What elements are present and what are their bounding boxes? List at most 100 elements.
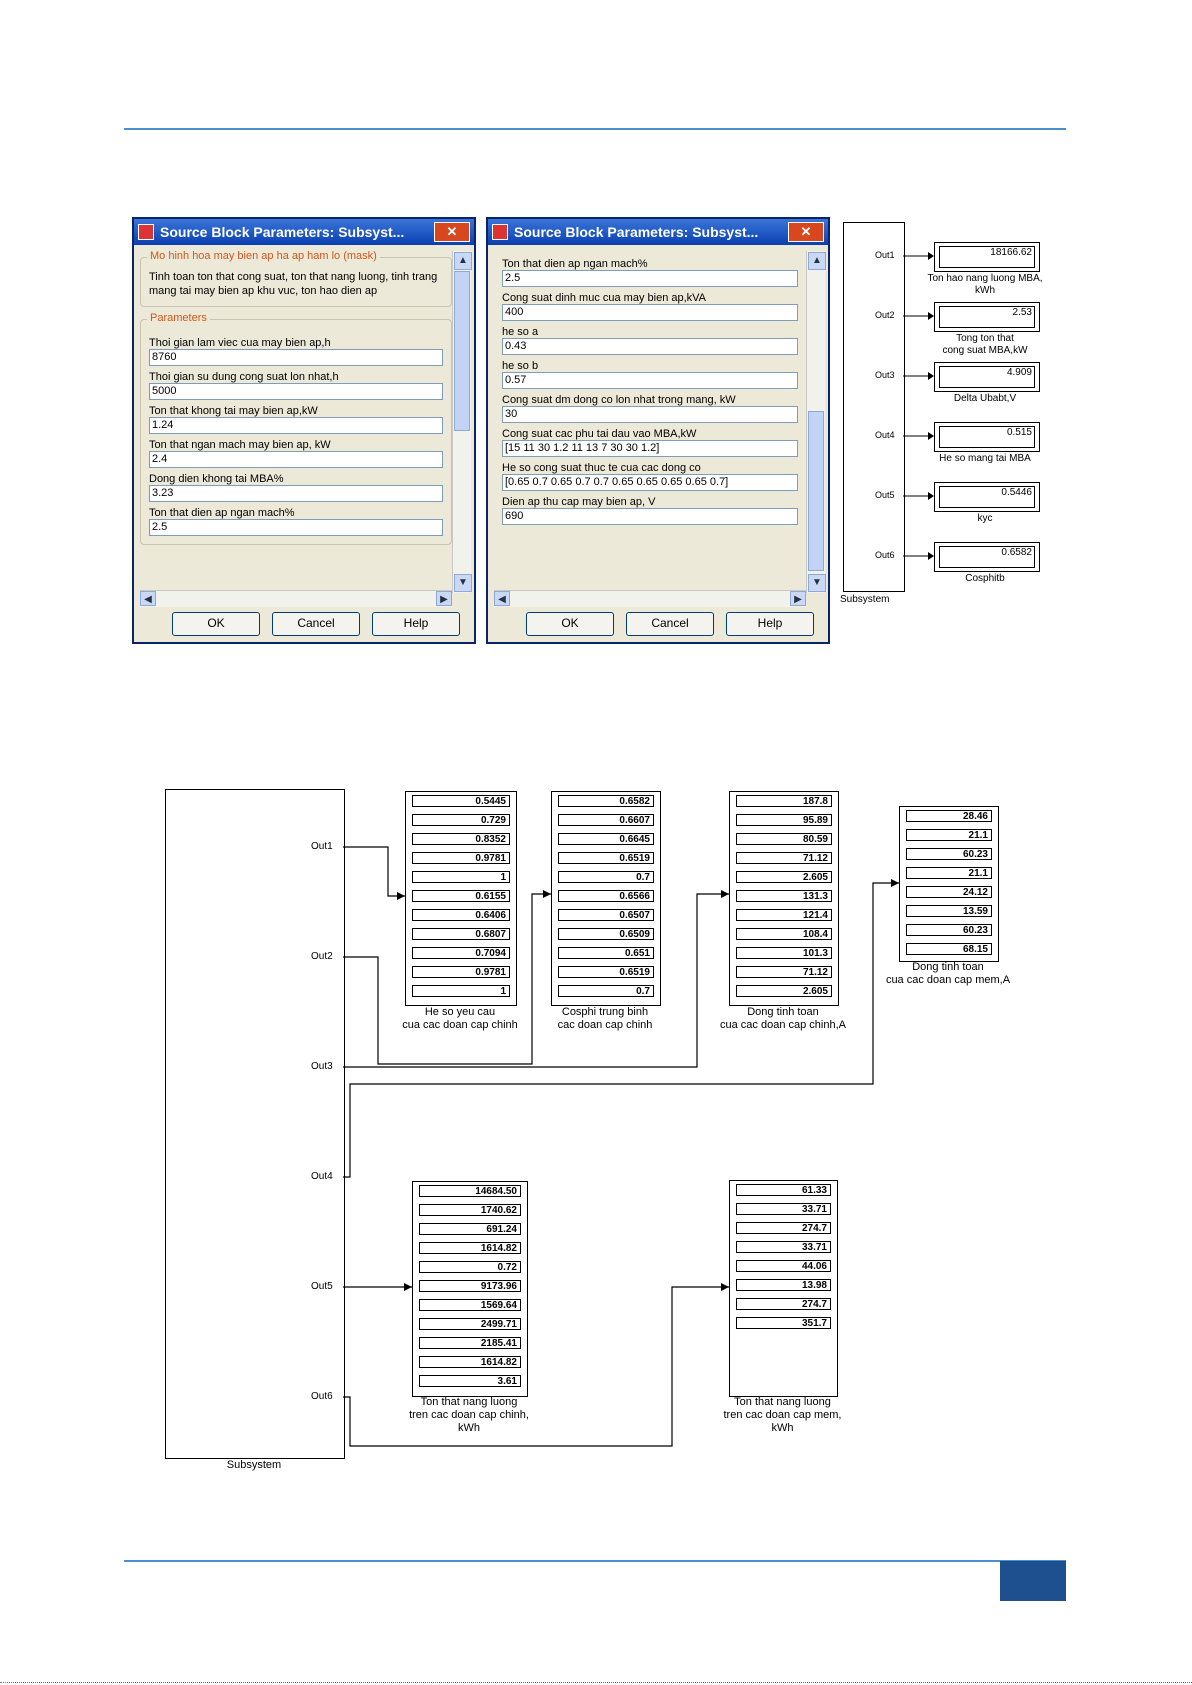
display-value: 33.71 bbox=[736, 1203, 831, 1215]
scroll-down-icon[interactable]: ▼ bbox=[808, 574, 826, 592]
scroll-left-icon[interactable]: ◀ bbox=[494, 591, 510, 606]
scroll-thumb[interactable] bbox=[808, 411, 824, 571]
dialog-body: Mo hinh hoa may bien ap ha ap ham lo (ma… bbox=[140, 251, 452, 577]
display-value: 0.7 bbox=[558, 985, 654, 997]
display-block[interactable]: 4.909 bbox=[934, 362, 1040, 392]
display-value: 4.909 bbox=[939, 366, 1035, 388]
dialog-button-row: OK Cancel Help bbox=[488, 612, 828, 638]
param-input[interactable]: 690 bbox=[502, 508, 798, 525]
display-value: 0.6607 bbox=[558, 814, 654, 826]
help-button[interactable]: Help bbox=[726, 612, 814, 636]
param-input[interactable]: 30 bbox=[502, 406, 798, 423]
cancel-button[interactable]: Cancel bbox=[272, 612, 360, 636]
display-value: 2.605 bbox=[736, 871, 832, 883]
param-input[interactable]: [15 11 30 1.2 11 13 7 30 30 1.2] bbox=[502, 440, 798, 457]
display-value: 0.9781 bbox=[412, 852, 510, 864]
scroll-right-icon[interactable]: ▶ bbox=[790, 591, 806, 606]
display-value: 33.71 bbox=[736, 1241, 831, 1253]
display-block[interactable]: 18166.62 bbox=[934, 242, 1040, 272]
horizontal-scrollbar[interactable]: ◀ ▶ bbox=[140, 590, 452, 607]
display-value: 0.6509 bbox=[558, 928, 654, 940]
vertical-scrollbar[interactable]: ▲ ▼ bbox=[452, 251, 472, 593]
display-value: 2.53 bbox=[939, 306, 1035, 328]
scroll-up-icon[interactable]: ▲ bbox=[808, 252, 826, 270]
display-block[interactable]: 0.6582 bbox=[934, 542, 1040, 572]
param-input[interactable]: 0.43 bbox=[502, 338, 798, 355]
port-label: Out6 bbox=[311, 1391, 333, 1402]
display-value: 13.59 bbox=[906, 905, 992, 917]
display-value: 2499.71 bbox=[419, 1318, 521, 1330]
display-value: 0.6519 bbox=[558, 966, 654, 978]
display-block[interactable]: 0.5446 bbox=[934, 482, 1040, 512]
display-value: 60.23 bbox=[906, 924, 992, 936]
source-block-parameters-dialog-right: Source Block Parameters: Subsyst... ✕ To… bbox=[486, 217, 830, 644]
param-input[interactable]: 1.24 bbox=[149, 417, 443, 434]
display-value: 13.98 bbox=[736, 1279, 831, 1291]
display-caption: kWh bbox=[458, 1422, 480, 1434]
display-value: 9173.96 bbox=[419, 1280, 521, 1292]
param-input[interactable]: 400 bbox=[502, 304, 798, 321]
display-caption: Dong tinh toan bbox=[747, 1006, 819, 1018]
dialog-title-bar[interactable]: Source Block Parameters: Subsyst... ✕ bbox=[488, 219, 828, 245]
display-value: 28.46 bbox=[906, 810, 992, 822]
subsystem-block[interactable] bbox=[165, 789, 345, 1459]
display-value: 71.12 bbox=[736, 966, 832, 978]
param-input[interactable]: 2.5 bbox=[502, 270, 798, 287]
parameters-group: Parameters Thoi gian lam viec cua may bi… bbox=[140, 312, 452, 545]
ok-button[interactable]: OK bbox=[172, 612, 260, 636]
display-value: 0.6406 bbox=[412, 909, 510, 921]
scroll-up-icon[interactable]: ▲ bbox=[454, 252, 472, 270]
param-input[interactable]: 3.23 bbox=[149, 485, 443, 502]
display-caption: cong suat MBA,kW bbox=[942, 345, 1028, 356]
display-value: 0.729 bbox=[412, 814, 510, 826]
page-number-box bbox=[1000, 1561, 1066, 1601]
param-input[interactable]: 8760 bbox=[149, 349, 443, 366]
display-caption: Cosphitb bbox=[965, 573, 1005, 584]
param-input[interactable]: 0.57 bbox=[502, 372, 798, 389]
close-icon[interactable]: ✕ bbox=[434, 222, 470, 242]
dialog-title-bar[interactable]: Source Block Parameters: Subsyst... ✕ bbox=[134, 219, 474, 245]
display-value: 131.3 bbox=[736, 890, 832, 902]
subsystem-block[interactable] bbox=[843, 222, 905, 592]
display-block[interactable]: 2.53 bbox=[934, 302, 1040, 332]
display-value: 0.6645 bbox=[558, 833, 654, 845]
param-input[interactable]: 5000 bbox=[149, 383, 443, 400]
display-caption: Ton that nang luong bbox=[420, 1396, 518, 1408]
param-label: he so b bbox=[502, 360, 539, 372]
display-block[interactable]: 0.515 bbox=[934, 422, 1040, 452]
display-value: 61.33 bbox=[736, 1184, 831, 1196]
scroll-left-icon[interactable]: ◀ bbox=[140, 591, 156, 606]
param-label: Dong dien khong tai MBA% bbox=[149, 473, 284, 485]
param-label: Thoi gian su dung cong suat lon nhat,h bbox=[149, 371, 339, 383]
cancel-button[interactable]: Cancel bbox=[626, 612, 714, 636]
dialog-title: Source Block Parameters: Subsyst... bbox=[160, 224, 405, 240]
scroll-right-icon[interactable]: ▶ bbox=[436, 591, 452, 606]
vertical-scrollbar[interactable]: ▲ ▼ bbox=[806, 251, 826, 593]
display-value: 1614.82 bbox=[419, 1356, 521, 1368]
param-input[interactable]: 2.4 bbox=[149, 451, 443, 468]
horizontal-scrollbar[interactable]: ◀ ▶ bbox=[494, 590, 806, 607]
display-value: 101.3 bbox=[736, 947, 832, 959]
help-button[interactable]: Help bbox=[372, 612, 460, 636]
param-label: Ton that ngan mach may bien ap, kW bbox=[149, 439, 331, 451]
port-label: Out3 bbox=[311, 1061, 333, 1072]
display-value: 95.89 bbox=[736, 814, 832, 826]
display-caption: Cosphi trung binh bbox=[561, 1006, 649, 1018]
close-icon[interactable]: ✕ bbox=[788, 222, 824, 242]
ok-button[interactable]: OK bbox=[526, 612, 614, 636]
scroll-down-icon[interactable]: ▼ bbox=[454, 574, 472, 592]
display-value: 24.12 bbox=[906, 886, 992, 898]
scroll-thumb[interactable] bbox=[454, 271, 470, 431]
top-signal-lines bbox=[903, 252, 934, 560]
display-value: 18166.62 bbox=[939, 246, 1035, 268]
param-input[interactable]: 2.5 bbox=[149, 519, 443, 536]
display-caption: cac doan cap chinh bbox=[557, 1019, 653, 1031]
param-input[interactable]: [0.65 0.7 0.65 0.7 0.7 0.65 0.65 0.65 0.… bbox=[502, 474, 798, 491]
